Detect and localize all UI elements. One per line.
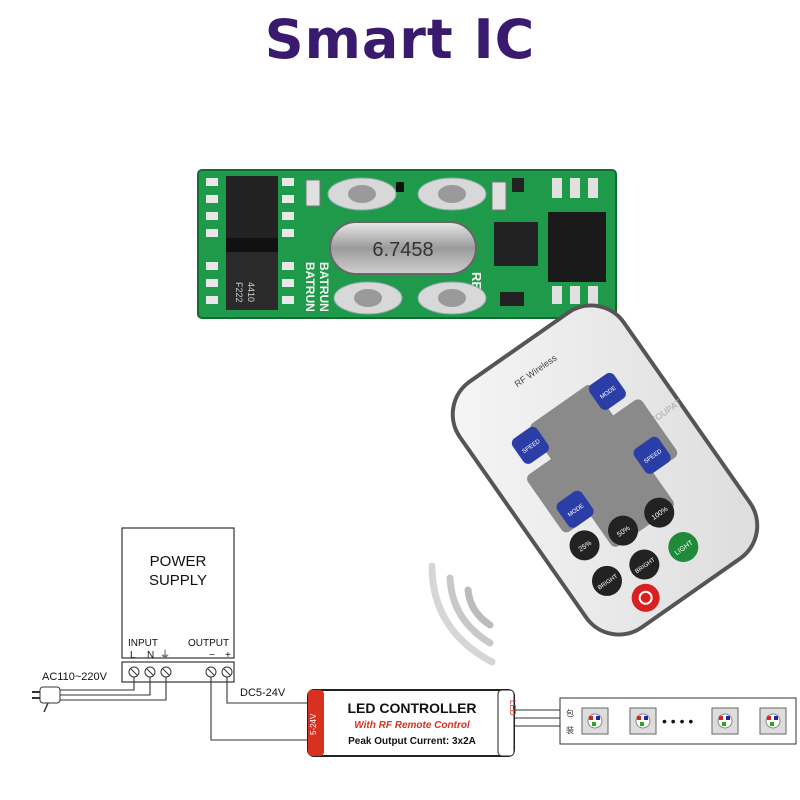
pcb-ic-right <box>548 212 606 282</box>
terminal-L-label: L <box>130 650 136 661</box>
ac-voltage-label: AC110~220V <box>42 671 108 683</box>
terminal-minus-label: − <box>209 650 215 661</box>
remote-mode-minus-button[interactable]: MODE <box>554 488 596 530</box>
pcb-crystal <box>329 221 477 275</box>
power-supply: POWER SUPPLY INPUT OUTPUT L N ⏚ − + <box>121 527 235 683</box>
strip-connector-text-2: 装 <box>566 725 574 735</box>
pcb-ic-text-1: 4410 <box>246 282 256 302</box>
wiring <box>60 677 560 741</box>
strip-ellipsis: • • • • <box>662 713 693 729</box>
controller-led-side: LED <box>508 700 517 716</box>
ac-plug-icon <box>32 686 61 713</box>
led-strip: 包 装 • • • • <box>559 697 797 745</box>
pcb-crystal-text: 6.7458 <box>372 239 433 261</box>
power-supply-label-1: POWER <box>150 553 207 570</box>
pcb-pads-left <box>206 178 294 304</box>
controller-title: LED CONTROLLER <box>347 700 476 716</box>
remote-mode-plus-button[interactable]: MODE <box>586 371 628 413</box>
pcb-module: 4410 F222 BATRUN BATRUN REVA 6.7458 <box>197 169 617 319</box>
remote-power-button[interactable] <box>626 578 665 617</box>
controller-subtitle: With RF Remote Control <box>354 720 470 731</box>
remote-control: RF Wireless STOUPAT SPEED MODE MODE SPEE… <box>450 303 760 637</box>
signal-waves-icon <box>428 562 496 666</box>
controller-voltage-side: 5-24V <box>309 713 318 735</box>
remote-100-button[interactable]: 100% <box>638 492 680 534</box>
remote-25-button[interactable]: 25% <box>564 524 606 566</box>
input-label: INPUT <box>128 638 158 649</box>
pcb-ic-text-2: F222 <box>234 282 244 303</box>
led-chip <box>581 707 609 735</box>
controller-spec: Peak Output Current: 3x2A <box>348 736 476 747</box>
remote-speed-minus-button[interactable]: SPEED <box>631 434 673 476</box>
page-title: Smart IC <box>264 8 536 71</box>
remote-bright-plus-button[interactable]: BRIGHT <box>586 560 628 602</box>
remote-bright-minus-button[interactable]: BRIGHT <box>623 544 665 586</box>
ground-icon: ⏚ <box>160 649 170 661</box>
pcb-ic-bottom-left <box>226 252 278 310</box>
power-icon <box>638 590 653 605</box>
led-chip <box>759 707 787 735</box>
terminal-plus-label: + <box>225 650 231 661</box>
remote-50-button[interactable]: 50% <box>602 510 644 552</box>
led-chip <box>711 707 739 735</box>
pcb-silk-text-1: BATRUN <box>303 262 317 312</box>
pcb-ic-top-left <box>226 176 278 238</box>
output-label: OUTPUT <box>188 638 229 649</box>
pcb-silk-text-2: BATRUN <box>317 262 331 312</box>
led-controller: 5-24V LED LED CONTROLLER With RF Remote … <box>307 689 517 757</box>
dc-voltage-label: DC5-24V <box>240 687 286 699</box>
remote-speed-plus-button[interactable]: SPEED <box>509 424 551 466</box>
terminal-N-label: N <box>147 650 154 661</box>
power-supply-label-2: SUPPLY <box>149 572 207 589</box>
pcb-oval-pads <box>327 177 487 315</box>
pcb-transistor <box>494 222 538 266</box>
remote-light-button[interactable]: LIGHT <box>662 526 704 568</box>
strip-connector-text-1: 包 <box>566 708 574 718</box>
led-chip <box>629 707 657 735</box>
